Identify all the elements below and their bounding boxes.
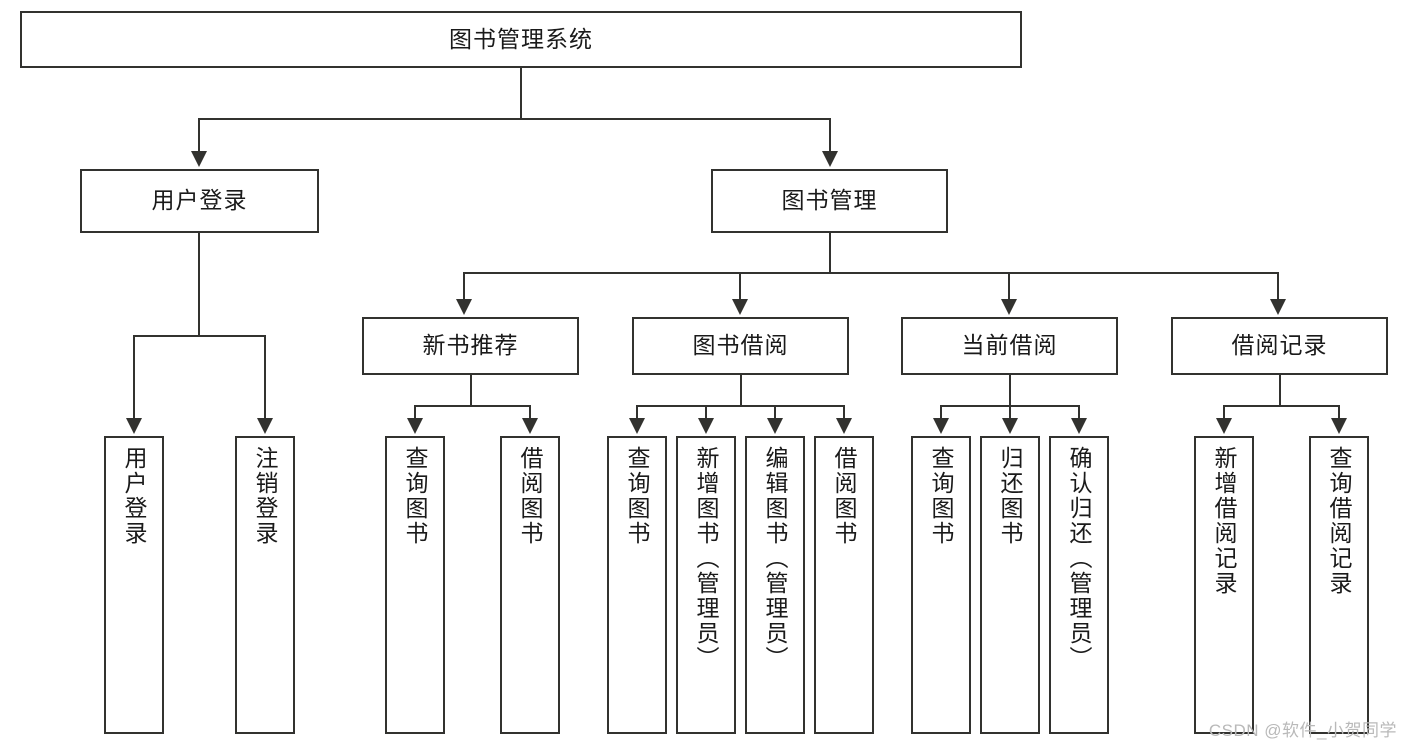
node-label: 借阅图书: [831, 446, 858, 546]
node-label: 注销登录: [252, 446, 279, 546]
node-label: 查询图书: [624, 446, 651, 546]
leaf-borrow-record-query[interactable]: 查询借阅记录: [1309, 436, 1369, 734]
connector-new-book-to-leaf-1: [414, 405, 416, 421]
leaf-current-borrow-return[interactable]: 归还图书: [980, 436, 1040, 734]
connector-book-mgmt-to-borrow-record: [1277, 272, 1279, 302]
node-book-borrow[interactable]: 图书借阅: [632, 317, 849, 375]
leaf-new-book-borrow[interactable]: 借阅图书: [500, 436, 560, 734]
arrowhead-book-borrow-leaf-3: [767, 418, 783, 434]
connector-current-borrow-to-leaf-1: [940, 405, 942, 421]
connector-current-borrow-stem: [1009, 375, 1011, 406]
connector-new-book-to-leaf-2: [529, 405, 531, 421]
node-label: 借阅记录: [1231, 332, 1328, 359]
arrowhead-borrow-record-leaf-2: [1331, 418, 1347, 434]
connector-book-borrow-to-leaf-3: [774, 405, 776, 421]
node-label: 查询图书: [928, 446, 955, 546]
leaf-new-book-query[interactable]: 查询图书: [385, 436, 445, 734]
connector-book-mgmt-stem: [829, 233, 831, 273]
leaf-user-login-logout[interactable]: 注销登录: [235, 436, 295, 734]
leaf-user-login-login[interactable]: 用户登录: [104, 436, 164, 734]
node-book-management[interactable]: 图书管理: [711, 169, 948, 233]
node-user-login[interactable]: 用户登录: [80, 169, 319, 233]
arrowhead-book-mgmt-book-borrow: [732, 299, 748, 315]
leaf-book-borrow-add[interactable]: 新增图书（管理员）: [676, 436, 736, 734]
node-label: 编辑图书（管理员）: [762, 446, 789, 671]
arrowhead-root-to-book-mgmt: [822, 151, 838, 167]
arrowhead-book-mgmt-borrow-record: [1270, 299, 1286, 315]
node-label: 新增借阅记录: [1211, 446, 1238, 596]
connector-new-book-stem: [470, 375, 472, 406]
arrowhead-current-borrow-leaf-2: [1002, 418, 1018, 434]
connector-new-book-bar: [414, 405, 530, 407]
arrowhead-current-borrow-leaf-1: [933, 418, 949, 434]
connector-book-borrow-to-leaf-2: [705, 405, 707, 421]
connector-book-mgmt-bar: [463, 272, 1278, 274]
node-label: 用户登录: [121, 446, 148, 546]
connector-user-login-to-leaf-1: [133, 335, 135, 420]
leaf-book-borrow-borrow[interactable]: 借阅图书: [814, 436, 874, 734]
arrowhead-book-borrow-leaf-1: [629, 418, 645, 434]
connector-user-login-stem: [198, 233, 200, 336]
connector-root-to-user-login: [198, 118, 200, 153]
node-label: 图书借阅: [692, 332, 789, 359]
node-label: 查询图书: [402, 446, 429, 546]
node-label: 当前借阅: [961, 332, 1058, 359]
connector-root-to-book-mgmt: [829, 118, 831, 153]
leaf-current-borrow-confirm-return[interactable]: 确认归还（管理员）: [1049, 436, 1109, 734]
arrowhead-new-book-leaf-1: [407, 418, 423, 434]
node-current-borrow[interactable]: 当前借阅: [901, 317, 1118, 375]
connector-book-borrow-bar: [636, 405, 845, 407]
connector-current-borrow-to-leaf-2: [1009, 405, 1011, 421]
arrowhead-user-login-leaf-1: [126, 418, 142, 434]
csdn-watermark: CSDN @软件_小贺同学: [1208, 721, 1397, 740]
arrowhead-book-borrow-leaf-2: [698, 418, 714, 434]
arrowhead-book-borrow-leaf-4: [836, 418, 852, 434]
arrowhead-current-borrow-leaf-3: [1071, 418, 1087, 434]
leaf-current-borrow-query[interactable]: 查询图书: [911, 436, 971, 734]
node-label: 新书推荐: [422, 332, 519, 359]
arrowhead-user-login-leaf-2: [257, 418, 273, 434]
connector-root-stem: [520, 68, 522, 119]
connector-user-login-to-leaf-2: [264, 335, 266, 420]
leaf-book-borrow-edit[interactable]: 编辑图书（管理员）: [745, 436, 805, 734]
connector-book-borrow-to-leaf-4: [843, 405, 845, 421]
arrowhead-root-to-user-login: [191, 151, 207, 167]
connector-borrow-record-stem: [1279, 375, 1281, 406]
node-label: 图书管理: [781, 187, 878, 214]
node-label: 用户登录: [151, 187, 248, 214]
leaf-book-borrow-query[interactable]: 查询图书: [607, 436, 667, 734]
connector-borrow-record-to-leaf-2: [1338, 405, 1340, 421]
connector-borrow-record-to-leaf-1: [1223, 405, 1225, 421]
connector-root-bar: [198, 118, 830, 120]
arrowhead-book-mgmt-current-borrow: [1001, 299, 1017, 315]
node-label: 归还图书: [997, 446, 1024, 546]
connector-book-mgmt-to-book-borrow: [739, 272, 741, 302]
connector-borrow-record-bar: [1223, 405, 1339, 407]
leaf-borrow-record-add[interactable]: 新增借阅记录: [1194, 436, 1254, 734]
connector-user-login-bar: [133, 335, 265, 337]
connector-book-borrow-to-leaf-1: [636, 405, 638, 421]
connector-book-mgmt-to-current-borrow: [1008, 272, 1010, 302]
connector-book-borrow-stem: [740, 375, 742, 406]
node-label: 图书管理系统: [449, 25, 593, 52]
connector-book-mgmt-to-new-book: [463, 272, 465, 302]
node-label: 查询借阅记录: [1326, 446, 1353, 596]
node-label: 确认归还（管理员）: [1066, 446, 1093, 671]
node-label: 新增图书（管理员）: [693, 446, 720, 671]
node-label: 借阅图书: [517, 446, 544, 546]
node-new-book-recommend[interactable]: 新书推荐: [362, 317, 579, 375]
connector-current-borrow-to-leaf-3: [1078, 405, 1080, 421]
node-root-system[interactable]: 图书管理系统: [20, 11, 1022, 68]
arrowhead-book-mgmt-new-book: [456, 299, 472, 315]
arrowhead-borrow-record-leaf-1: [1216, 418, 1232, 434]
arrowhead-new-book-leaf-2: [522, 418, 538, 434]
node-borrow-record[interactable]: 借阅记录: [1171, 317, 1388, 375]
